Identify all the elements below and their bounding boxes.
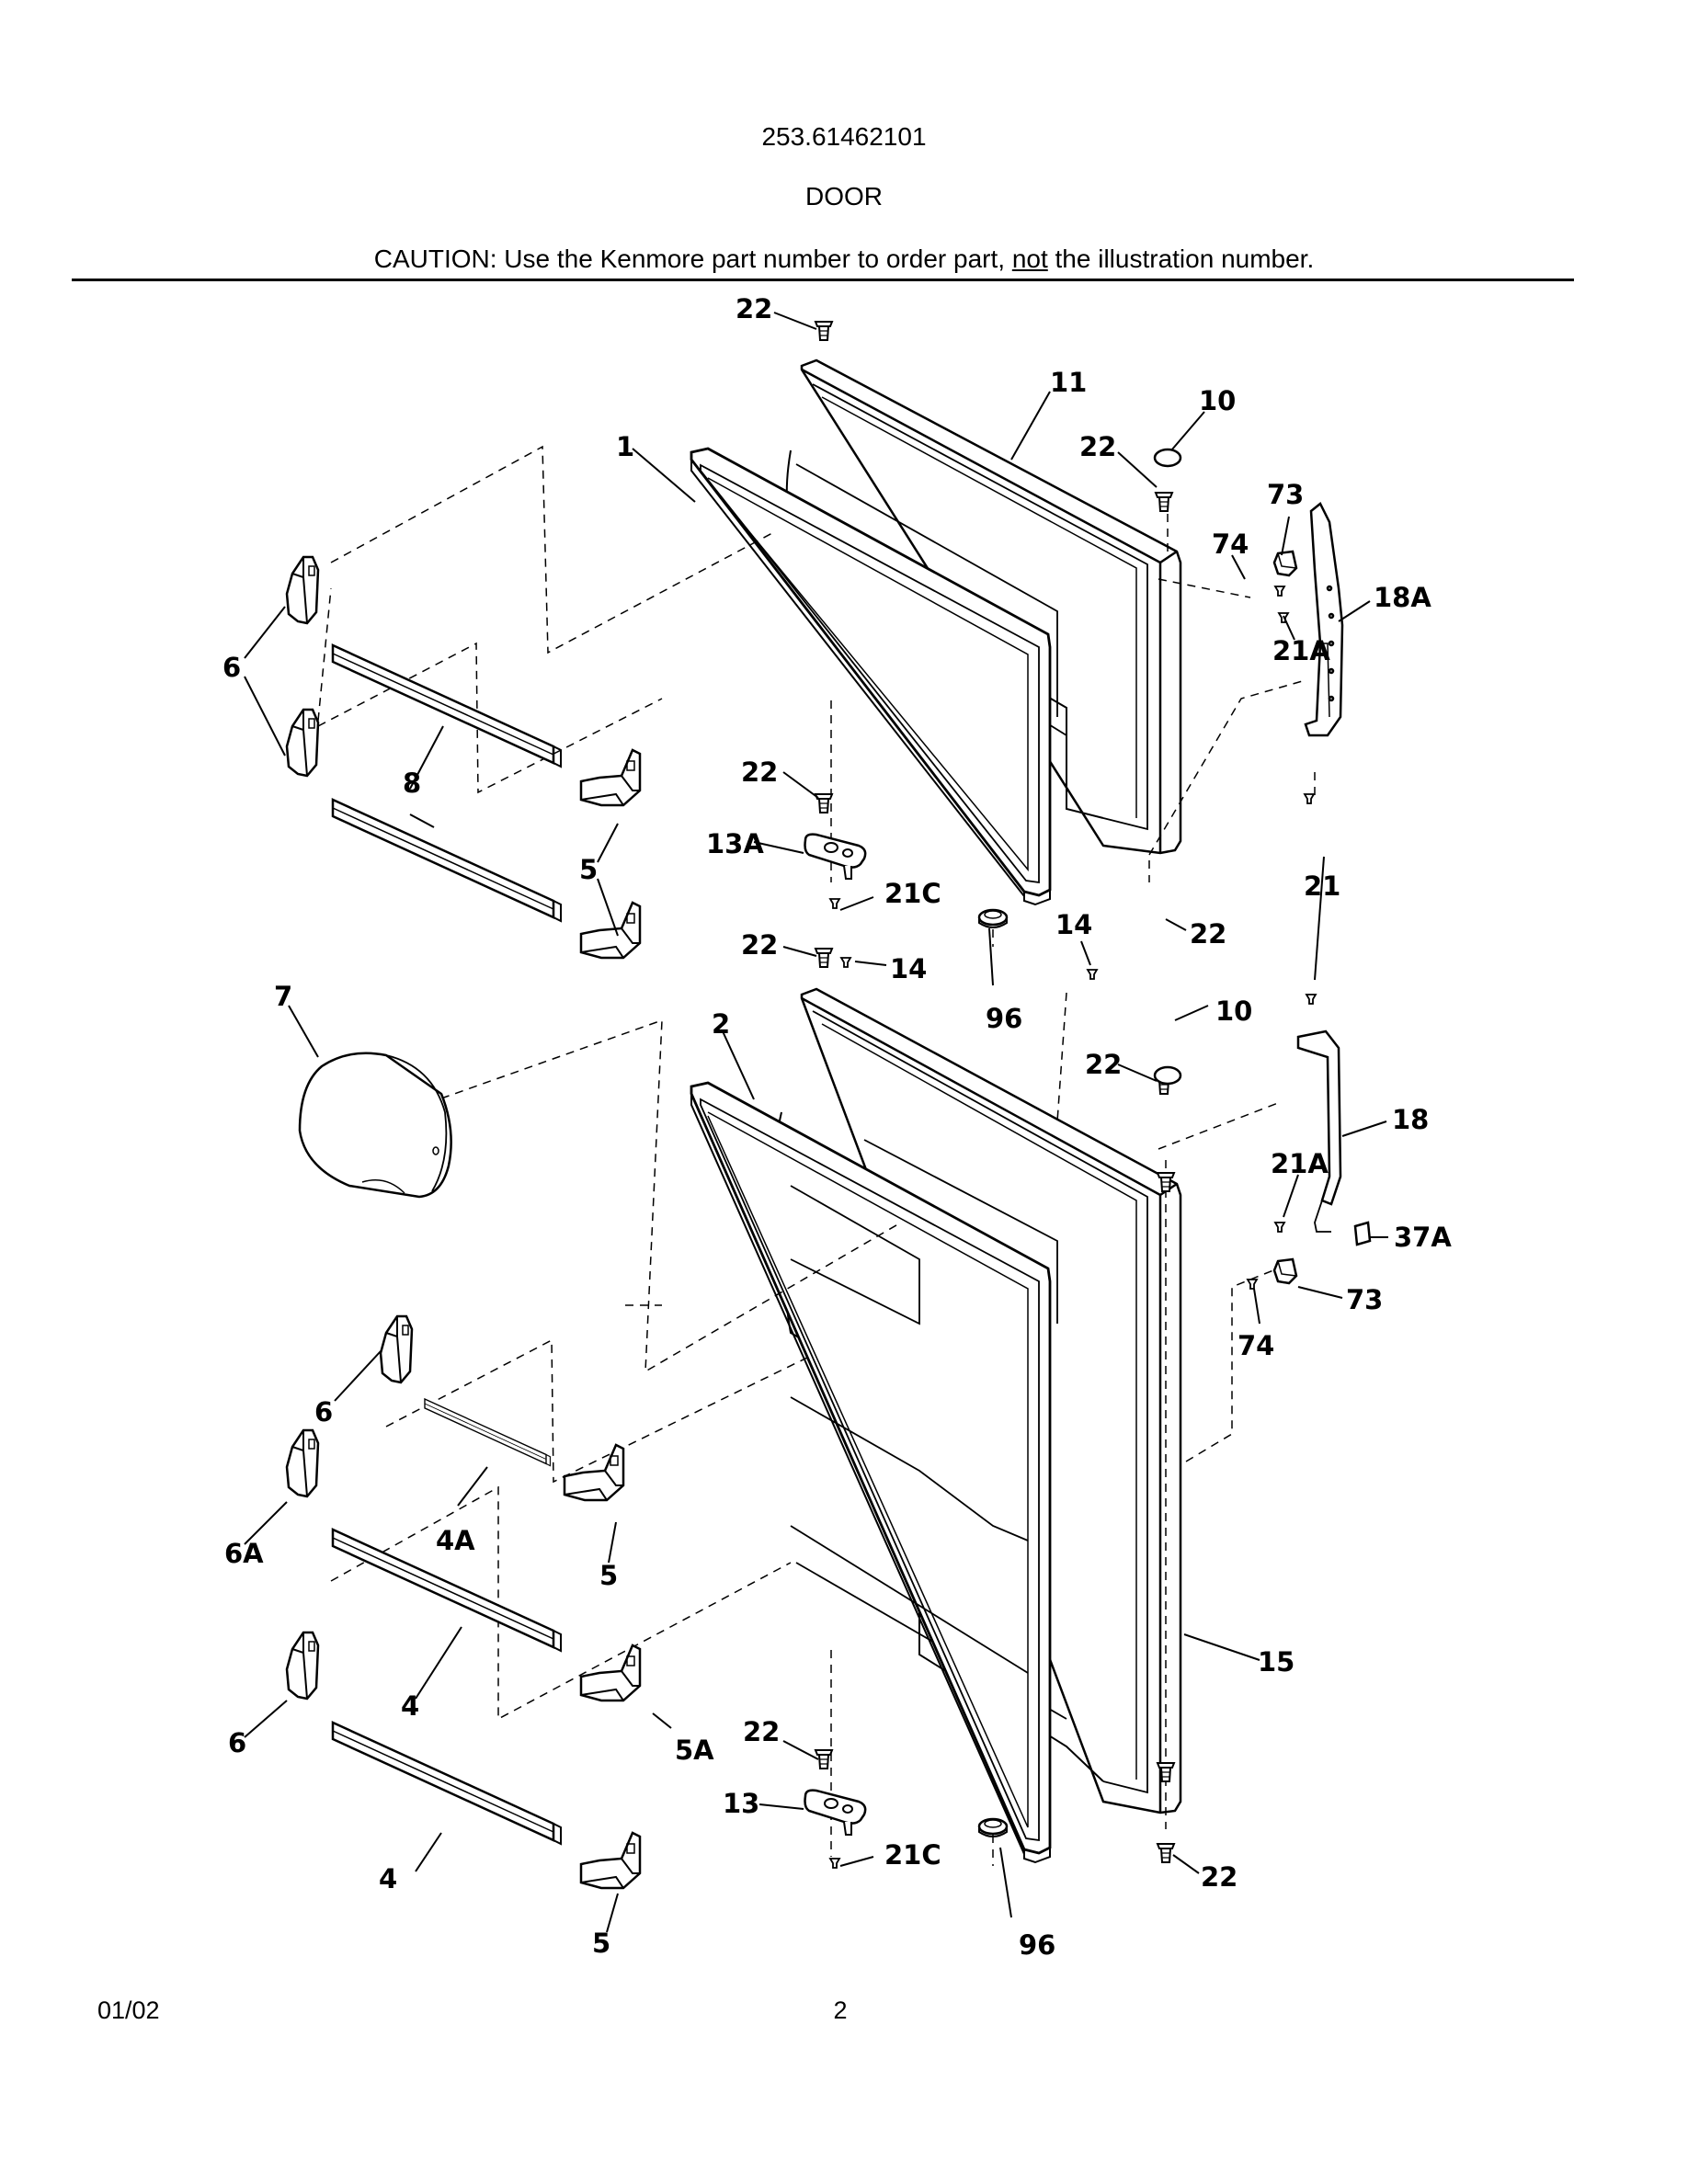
callout-73: 73: [1346, 1284, 1383, 1315]
shelf-end-bracket-right: [579, 748, 642, 807]
freezer-door-gasket: [690, 447, 1052, 906]
callout-73: 73: [1267, 479, 1304, 510]
shelf-bar-lower-freezer: [331, 798, 563, 923]
screw-icon: [1304, 793, 1315, 804]
shelf-end-bracket-left: [285, 1631, 320, 1701]
ice-bucket: [298, 1052, 452, 1199]
callout-10: 10: [1199, 385, 1236, 416]
callout-6A: 6A: [224, 1538, 264, 1569]
shelf-end-bracket-left: [285, 1428, 320, 1498]
shelf-end-bracket-left: [379, 1314, 414, 1384]
callout-labels: 22 11 10 22 73 74 18A 21A 1 6 8 5 22 13A…: [222, 293, 1452, 1961]
callout-leader-lines: [244, 312, 1388, 1933]
callout-14: 14: [890, 953, 927, 984]
page-number: 2: [833, 1996, 848, 2024]
screw-icon: [829, 1858, 840, 1869]
model-number: 253.61462101: [761, 122, 927, 151]
caution-emphasis: not: [1011, 245, 1048, 273]
caution-prefix: CAUTION: Use the Kenmore part number to …: [373, 245, 1012, 273]
shelf-end-bracket-right: [579, 1644, 642, 1702]
door-stop-icon: [1272, 1257, 1298, 1285]
screw-icon: [1247, 1279, 1258, 1290]
callout-13A: 13A: [706, 828, 764, 859]
callout-6: 6: [314, 1396, 333, 1428]
hinge-icon: [804, 833, 867, 881]
fresh-food-handle: [1296, 1029, 1342, 1233]
callout-74: 74: [1237, 1330, 1274, 1361]
callout-11: 11: [1050, 367, 1087, 398]
screw-icon: [1274, 1222, 1285, 1233]
header-rule: [72, 279, 1574, 281]
callout-22: 22: [743, 1716, 780, 1747]
freezer-handle: [1304, 502, 1344, 737]
callout-5: 5: [592, 1928, 610, 1959]
plug-icon: [977, 1817, 1009, 1838]
callout-18A: 18A: [1374, 582, 1431, 613]
caution-note: CAUTION: Use the Kenmore part number to …: [0, 245, 1688, 274]
callout-2: 2: [712, 1008, 730, 1040]
callout-21A: 21A: [1271, 1148, 1329, 1179]
fresh-food-door-gasket: [690, 1081, 1052, 1864]
callout-22: 22: [1190, 918, 1226, 950]
shelf-bar-fresh-food-small: [424, 1398, 552, 1467]
callout-13: 13: [723, 1788, 759, 1819]
callout-21C: 21C: [884, 878, 941, 909]
plug-icon: [977, 908, 1009, 929]
hinge-icon: [804, 1789, 867, 1837]
callout-96: 96: [1019, 1929, 1055, 1961]
caution-suffix: the illustration number.: [1047, 245, 1315, 273]
section-title: DOOR: [805, 182, 883, 210]
shelf-end-bracket-left: [285, 555, 320, 625]
callout-8: 8: [403, 768, 421, 799]
screw-icon: [1087, 969, 1098, 980]
shelf-end-bracket-right: [579, 1831, 642, 1890]
callout-10: 10: [1215, 995, 1252, 1027]
callout-6: 6: [228, 1727, 246, 1758]
shelf-bar-upper-freezer: [331, 643, 563, 768]
callout-74: 74: [1212, 529, 1249, 560]
handle-end-cap-icon: [1353, 1221, 1372, 1246]
screw-icon: [829, 898, 840, 909]
callout-22: 22: [1085, 1049, 1122, 1080]
callout-4: 4: [401, 1690, 419, 1722]
hinge-cap-icon: [1153, 1065, 1182, 1086]
callout-6: 6: [222, 652, 241, 683]
callout-21C: 21C: [884, 1839, 941, 1871]
hinge-cap-icon: [1153, 448, 1182, 468]
shelf-end-bracket-left: [285, 708, 320, 778]
callout-22: 22: [1201, 1861, 1237, 1893]
screw-icon: [1274, 586, 1285, 597]
callout-15: 15: [1258, 1646, 1295, 1678]
shelf-end-bracket-right: [563, 1443, 625, 1502]
door-stop-icon: [1272, 550, 1298, 577]
callout-14: 14: [1055, 909, 1092, 940]
callout-4: 4: [379, 1863, 397, 1894]
screw-icon: [840, 957, 851, 968]
screw-icon: [1155, 492, 1173, 512]
shelf-bar-fresh-food-bottom: [331, 1721, 563, 1846]
callout-18: 18: [1392, 1104, 1429, 1135]
callout-4A: 4A: [436, 1525, 475, 1556]
screw-icon: [815, 321, 833, 341]
shelf-end-bracket-right: [579, 901, 642, 960]
screw-icon: [815, 948, 833, 968]
callout-22: 22: [741, 756, 778, 788]
callout-22: 22: [1079, 431, 1116, 462]
callout-96: 96: [986, 1003, 1022, 1034]
screw-icon: [1306, 994, 1317, 1005]
callout-7: 7: [274, 981, 292, 1012]
screw-icon: [1157, 1843, 1175, 1863]
callout-21: 21: [1304, 870, 1340, 902]
callout-5A: 5A: [675, 1735, 714, 1766]
callout-5: 5: [599, 1560, 618, 1591]
callout-22: 22: [741, 929, 778, 961]
callout-21A: 21A: [1272, 635, 1330, 666]
callout-5: 5: [579, 854, 598, 885]
callout-37A: 37A: [1394, 1222, 1452, 1253]
revision-date: 01/02: [97, 1996, 160, 2024]
callout-1: 1: [616, 431, 634, 462]
callout-22: 22: [736, 293, 772, 324]
